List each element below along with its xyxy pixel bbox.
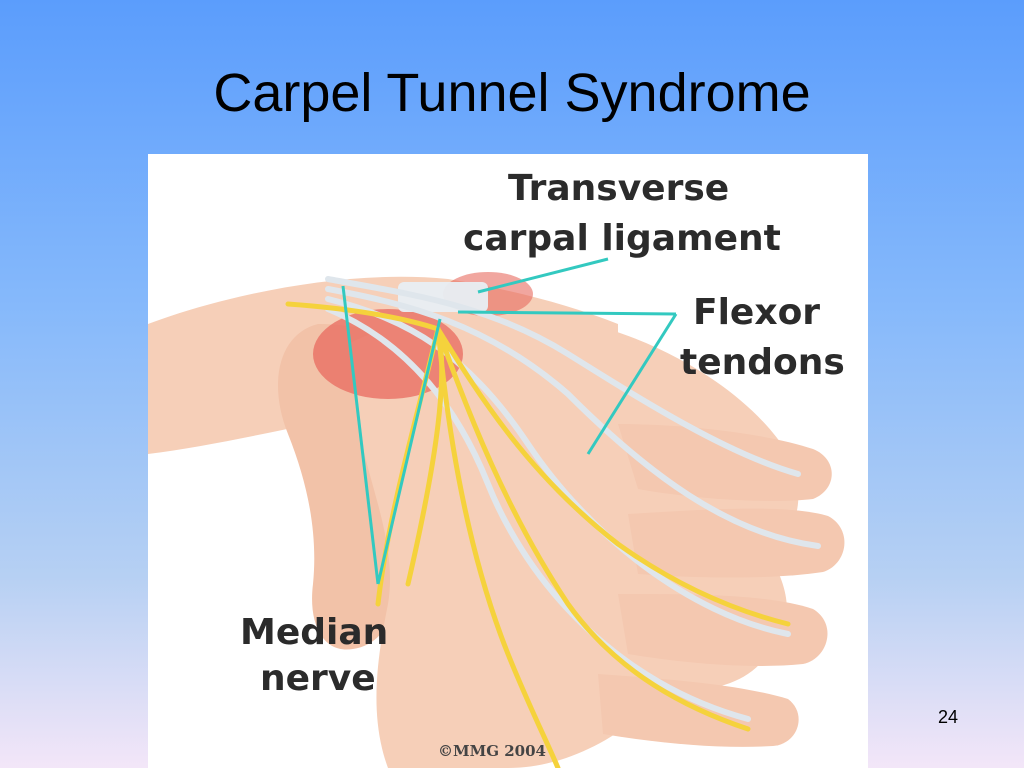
label-median-line1: Median [240,612,388,653]
label-flexor-line1: Flexor [693,292,820,333]
ligament-band [398,282,488,312]
hand-anatomy-drawing: Transverse carpal ligament Flexor tendon… [148,168,845,768]
anatomy-illustration: Transverse carpal ligament Flexor tendon… [148,154,868,768]
label-median-line2: nerve [260,658,376,699]
label-transverse-line1: Transverse [508,168,729,209]
slide-title: Carpel Tunnel Syndrome [213,63,811,123]
slide-number: 24 [938,707,959,727]
flexor-tendons [325,276,821,722]
pointer-lines [341,257,678,585]
middle-finger-shape [628,508,845,578]
index-finger-shape [618,424,832,501]
ring-finger-shape [618,594,828,666]
copyright-text: ©MMG 2004 [438,742,546,760]
label-transverse-line2: carpal ligament [463,218,781,259]
label-flexor-line2: tendons [680,342,845,383]
